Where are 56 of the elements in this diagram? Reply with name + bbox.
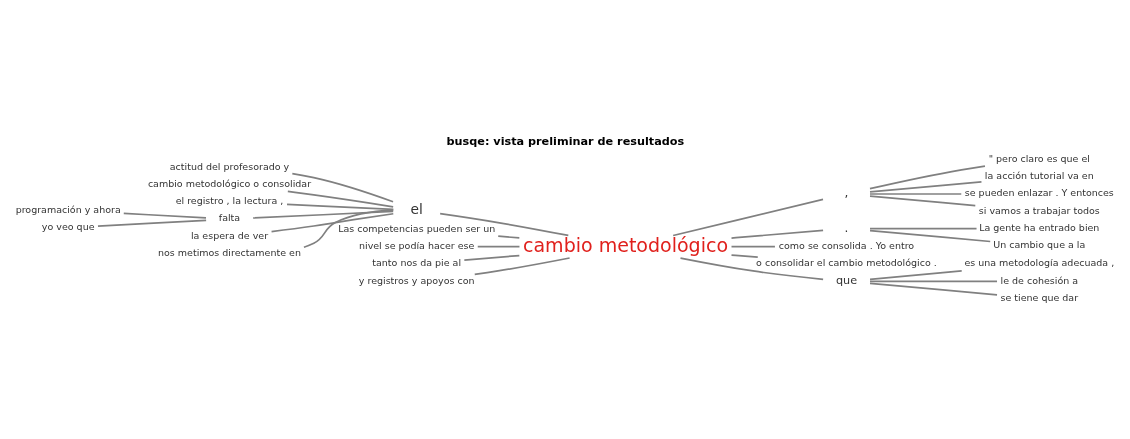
- connector: [869, 227, 978, 230]
- node-text: el registro , la lectura ,: [175, 195, 284, 207]
- node-text: " pero claro es que el: [988, 152, 1090, 164]
- node-text: como se consolida . Yo entro: [778, 240, 915, 252]
- node-text: que: [835, 274, 858, 288]
- connector: [730, 245, 776, 248]
- connector: [463, 254, 521, 261]
- connector: [303, 209, 395, 249]
- node-text: la acción tutorial va en: [984, 170, 1094, 182]
- node-text: tanto nos da pie al: [372, 257, 462, 269]
- connector: [869, 193, 963, 195]
- node-text: es una metodología adecuada ,: [964, 257, 1115, 269]
- node-text: ,: [844, 186, 849, 201]
- connector: [476, 245, 521, 248]
- connector: [730, 254, 759, 258]
- node-text: la espera de ver: [190, 229, 269, 241]
- node-text: se pueden enlazar . Y entonces: [964, 187, 1114, 199]
- connector: [869, 165, 986, 190]
- node-text: se tiene que dar: [1000, 292, 1079, 304]
- connector: [439, 212, 570, 237]
- connector: [679, 257, 824, 281]
- connector: [869, 270, 963, 281]
- connector: [291, 172, 394, 203]
- connector: [97, 219, 207, 227]
- node-text: o consolidar el cambio metodológico .: [756, 257, 937, 269]
- connector: [869, 195, 977, 207]
- connector: [122, 212, 207, 219]
- node-text: si vamos a trabajar todos: [978, 204, 1100, 216]
- node-text: .: [844, 220, 849, 235]
- connector: [869, 229, 992, 243]
- node-text: nivel se podía hacer ese: [358, 240, 475, 252]
- node-text: falta: [218, 212, 241, 224]
- connector: [730, 229, 824, 239]
- connector: [473, 257, 571, 276]
- connector: [286, 203, 395, 211]
- connector: [869, 280, 998, 283]
- node-text: actitud del profesorado y: [169, 160, 290, 172]
- diagram-title: busqe: vista preliminar de resultados: [446, 135, 685, 149]
- connector: [869, 282, 998, 296]
- node-text: Un cambio que a la: [993, 239, 1086, 251]
- node-text: programación y ahora: [15, 203, 121, 215]
- node-text: yo veo que: [41, 221, 95, 233]
- node-text: La gente ha entrado bien: [979, 222, 1100, 233]
- node-text: cambio metodológico o consolidar: [147, 177, 312, 189]
- connector: [869, 181, 983, 193]
- node-text: y registros y apoyos con: [358, 274, 475, 286]
- node-text: Las competencias pueden ser un: [338, 222, 496, 234]
- node-text: nos metimos directamente en: [158, 247, 301, 259]
- connector: [672, 198, 824, 237]
- connector: [270, 212, 395, 233]
- node-text: le de cohesión a: [1000, 274, 1079, 286]
- connector: [252, 210, 395, 219]
- node-text: el: [410, 200, 423, 217]
- connector: [497, 235, 521, 239]
- node-text: cambio metodológico: [523, 233, 729, 256]
- connector: [286, 190, 395, 208]
